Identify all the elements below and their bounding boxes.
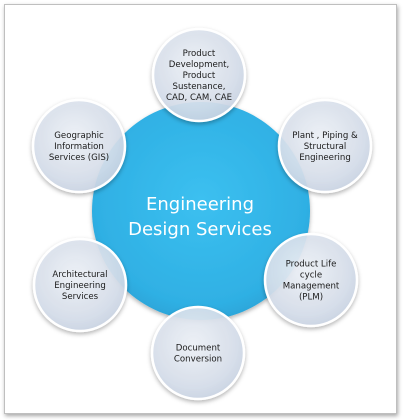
satellite-circle [263,232,359,328]
satellite-label-line: Sustenance, [173,82,226,92]
satellite-label-line: (PLM) [299,293,323,303]
satellite-group: ProductDevelopment,ProductSustenance,CAD… [31,27,373,401]
satellite-label-line: Plant , Piping & [292,131,358,141]
satellite-label-line: Document [176,344,221,354]
satellite-label-line: cycle [300,271,322,281]
satellite-label-line: Information [54,142,104,152]
satellite-circle [277,98,373,194]
satellite-label-line: Management [283,282,340,292]
satellite-circle [32,237,128,333]
center-circle [92,102,310,320]
satellite-label-line: Engineering [299,153,351,163]
satellite-label-line: Engineering [54,281,106,291]
satellite-circle [150,305,246,401]
satellite-label-line: Services (GIS) [49,153,109,163]
satellite-label-line: Geographic [54,131,104,141]
center-label-line: Design Services [128,219,272,240]
satellite-label-line: Development, [169,60,230,70]
satellite-circle [31,98,127,194]
satellite-label-line: Architectural [52,270,107,280]
satellite-label-line: Product [183,71,216,81]
center-label-line: Engineering [146,194,254,215]
satellite-label-line: Product Life [286,260,337,270]
satellite-circle [151,27,247,123]
satellite-product-development: ProductDevelopment,ProductSustenance,CAD… [151,27,247,123]
satellite-label-line: Conversion [174,355,222,365]
satellite-label-line: Services [62,292,99,302]
satellite-label-line: Structural [304,142,347,152]
satellite-label-line: CAD, CAM, CAE [166,93,232,103]
satellite-label-line: Product [183,49,216,59]
